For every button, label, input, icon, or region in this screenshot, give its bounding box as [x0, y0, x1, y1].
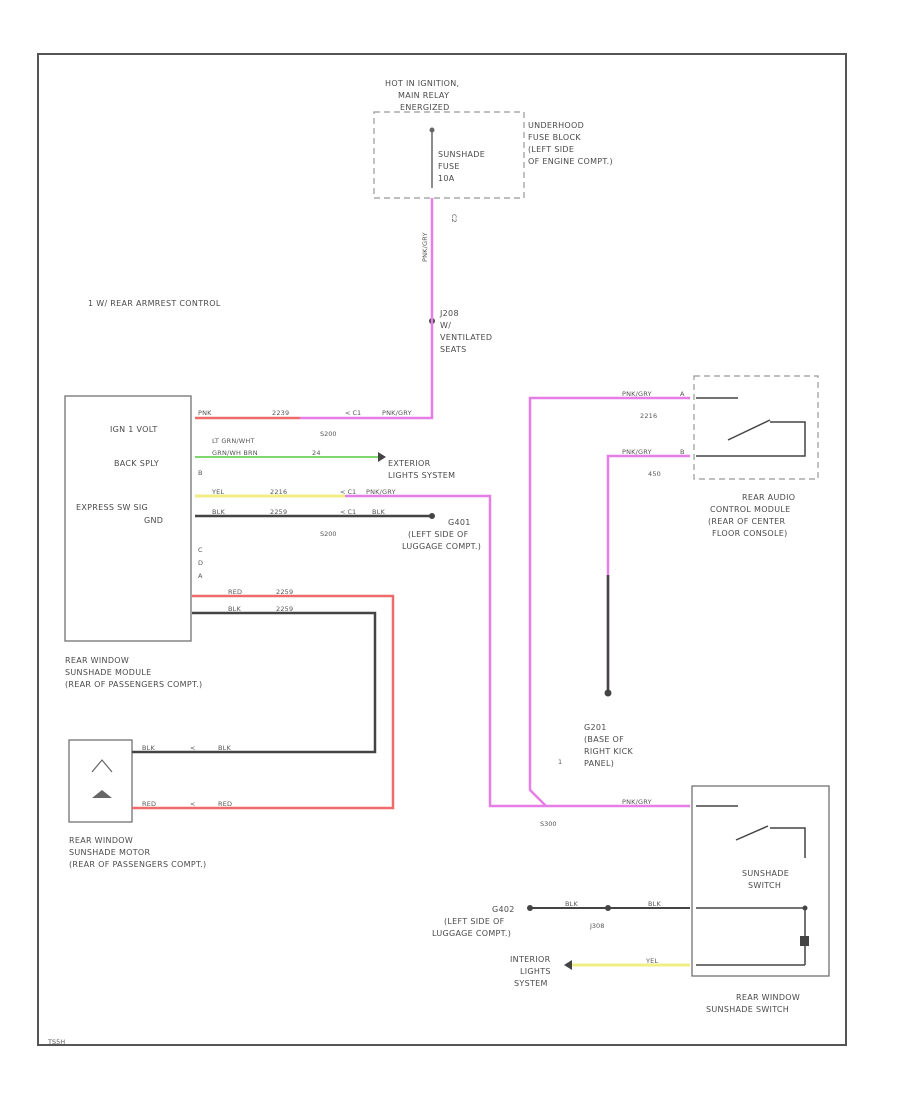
wire-motor-red-label-2: 2259: [276, 588, 293, 596]
wire-ign-label-2: 2239: [272, 409, 289, 417]
wire-ign-label-1: PNK: [198, 409, 212, 417]
audio-module-name: REAR AUDIO CONTROL MODULE (REAR OF CENTE…: [708, 493, 798, 538]
wire-ign-pink-upper: [300, 198, 434, 420]
switch-illum-icon: [800, 936, 809, 946]
module-pin-numbers: B C D A: [198, 469, 205, 580]
splice-j308-label: J308: [589, 922, 604, 930]
note-ref-one: 1: [558, 758, 562, 766]
ground-g402-dot: [527, 905, 533, 911]
wire-motor-blk-label-2: 2259: [276, 605, 293, 613]
wire-g402-label-1: BLK: [565, 900, 578, 908]
wire-motor-blk-near: BLK: [142, 744, 155, 752]
wire-sig-label-2: 2216: [270, 488, 287, 496]
wire-sig-label-3: PNK/GRY: [366, 488, 396, 496]
connector-gnd: < C1: [340, 508, 356, 516]
switch-name: REAR WINDOW SUNSHADE SWITCH: [706, 993, 803, 1014]
wire-audio-pink-top: [528, 396, 690, 807]
connector-ign: < C1: [345, 409, 361, 417]
switch-label-bg: [718, 858, 818, 908]
fuse-block-title: HOT IN IGNITION, MAIN RELAY ENERGIZED: [385, 79, 462, 112]
switch-gnd-junction: [802, 905, 808, 911]
footer-code: TS5H: [47, 1038, 65, 1046]
wire-sig-label-1: YEL: [211, 488, 224, 496]
switch-inner-label: SUNSHADE SWITCH: [742, 869, 792, 890]
switch-blade: [735, 825, 769, 841]
audio-module-box: [693, 375, 819, 480]
wire-audio-pink-bot: [606, 454, 690, 690]
module-name: REAR WINDOW SUNSHADE MODULE (REAR OF PAS…: [65, 656, 202, 689]
fuse-block-location: UNDERHOOD FUSE BLOCK (LEFT SIDE OF ENGIN…: [528, 121, 613, 166]
module-pin-back: BACK SPLY: [114, 459, 159, 468]
sunshade-motor-box: [68, 739, 133, 823]
wire-audio-bot-label-1: PNK/GRY: [622, 448, 652, 456]
note-text: 1 W/ REAR ARMREST CONTROL: [88, 299, 221, 308]
motor-name: REAR WINDOW SUNSHADE MOTOR (REAR OF PASS…: [69, 836, 206, 869]
motor-symbol-icon: [91, 759, 113, 773]
wire-motor-blk-label-1: BLK: [228, 605, 241, 613]
wire-motor-blk-far: BLK: [218, 744, 231, 752]
sunshade-module-box: [64, 395, 192, 642]
wire-motor-red-label-1: RED: [228, 588, 242, 596]
wire-gnd-label-1: BLK: [212, 508, 225, 516]
exterior-arrow-icon: [378, 452, 386, 462]
fuse-label: SUNSHADE FUSE 10A: [438, 150, 488, 183]
wire-gnd-label-2: 2259: [270, 508, 287, 516]
motor-arrow-icon: [92, 790, 112, 798]
wire-fuse-color: PNK/GRY: [421, 232, 429, 262]
wire-back-label-2: GRN/WH BRN: [212, 449, 258, 457]
wire-audio-bot-label-2: 450: [648, 470, 661, 478]
module-pin-ign: IGN 1 VOLT: [110, 425, 158, 434]
audio-pin-b: B: [680, 448, 684, 456]
ground-g201-label: G201 (BASE OF RIGHT KICK PANEL): [584, 723, 636, 768]
diagram-frame: [37, 53, 847, 1046]
wire-audio-top-label-1: PNK/GRY: [622, 390, 652, 398]
splice-j208-label: J208 W/ VENTILATED SEATS: [439, 309, 495, 354]
wire-back-label-3: 24: [312, 449, 321, 457]
audio-pin-a: A: [680, 390, 685, 398]
ground-g402-label: G402 (LEFT SIDE OF LUGGAGE COMPT.): [432, 905, 518, 938]
audio-switch-return: [696, 421, 806, 457]
wire-motor-red: [180, 594, 395, 810]
interior-lights-label: INTERIOR LIGHTS SYSTEM: [510, 955, 554, 988]
connector-sig: < C1: [340, 488, 356, 496]
wire-motor-red-near: RED: [142, 800, 156, 808]
wire-switch-pink-label: PNK/GRY: [622, 798, 652, 806]
fuse-pin-label: C2: [450, 214, 458, 223]
wire-g402-label-2: BLK: [648, 900, 661, 908]
wire-motor-black: [180, 611, 377, 754]
module-pin-sig: EXPRESS SW SIG: [76, 503, 148, 512]
wire-interior-label: YEL: [645, 957, 658, 965]
audio-switch-blade: [727, 419, 771, 441]
splice-s200a-label: S200: [320, 430, 337, 438]
splice-s300-label: S300: [540, 820, 557, 828]
wire-back-label-1: LT GRN/WHT: [212, 437, 255, 445]
fuse-terminal: [429, 127, 435, 133]
exterior-lights-label: EXTERIOR LIGHTS SYSTEM: [388, 459, 455, 480]
connector-motor-1: <: [190, 744, 195, 752]
splice-s200b-label: S200: [320, 530, 337, 538]
sunshade-switch-box: [691, 785, 830, 977]
ground-g401-dot: [429, 513, 435, 519]
wire-motor-red-far: RED: [218, 800, 232, 808]
switch-return: [770, 827, 806, 965]
connector-motor-2: <: [190, 800, 195, 808]
interior-arrow-icon: [564, 960, 572, 970]
wire-ign-label-3: PNK/GRY: [382, 409, 412, 417]
fuse-block-box: [373, 111, 525, 199]
ground-g401-label: G401 (LEFT SIDE OF LUGGAGE COMPT.): [402, 518, 481, 551]
ground-g201-dot: [604, 689, 612, 697]
wire-audio-top-label-2: 2216: [640, 412, 657, 420]
splice-j308-dot: [605, 905, 611, 911]
wire-sig-pink: [345, 494, 540, 808]
wire-gnd-label-3: BLK: [372, 508, 385, 516]
module-pin-gnd: GND: [144, 516, 163, 525]
